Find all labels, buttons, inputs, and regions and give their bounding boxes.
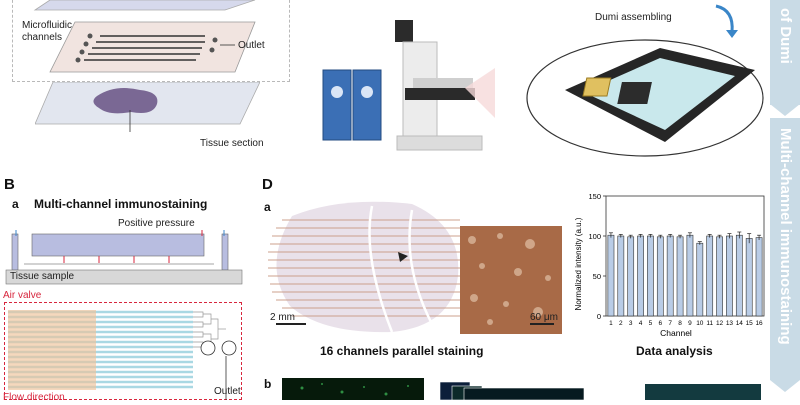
panel-b-title: Multi-channel immunostaining [34, 197, 208, 211]
stained-tissue-zoom [460, 226, 562, 334]
microscope-setup-illustration [322, 20, 495, 151]
y-tick-label: 150 [588, 192, 601, 201]
bar [617, 235, 625, 317]
fluorescence-graphic-1 [300, 383, 409, 396]
tissue-sample-label: Tissue sample [10, 271, 75, 282]
y-tick-label: 100 [588, 232, 601, 241]
bar [745, 238, 753, 317]
x-tick-label: 11 [706, 320, 713, 327]
caption-data-analysis: Data analysis [636, 344, 713, 358]
x-tick-label: 9 [688, 320, 692, 327]
x-tick-label: 15 [746, 320, 754, 327]
x-tick-label: 1 [609, 320, 613, 327]
side-tab-top-text: of Dumi [777, 8, 794, 64]
bar [716, 236, 723, 317]
bar [686, 234, 694, 317]
tissue-slide-illustration [35, 82, 260, 132]
bar [627, 236, 635, 317]
channel-layout-illustration [8, 310, 237, 400]
chart-x-axis-label: Channel [660, 328, 692, 338]
chip-assembly-illustration [526, 39, 764, 157]
panel-a-dashed-box [12, 0, 290, 82]
caption-parallel-staining: 16 channels parallel staining [320, 344, 484, 358]
panel-d-letter: D [262, 176, 273, 193]
x-tick-label: 10 [696, 320, 704, 327]
outlet-label: Outlet [238, 40, 265, 51]
side-tab-bottom: Multi-channel immunostaining [770, 118, 800, 380]
scale-bar-2mm-label: 2 mm [270, 312, 295, 323]
stained-tissue-image [262, 196, 460, 334]
side-tab-chevron [770, 104, 800, 116]
bar [726, 235, 733, 317]
fluorescence-stack-graphic [439, 381, 585, 401]
flow-direction-label: Flow direction [3, 392, 65, 403]
x-tick-label: 5 [649, 320, 653, 327]
dumi-assembling-label: Dumi assembling [595, 12, 672, 23]
bar [755, 237, 763, 317]
x-tick-label: 16 [755, 320, 763, 327]
x-tick-label: 7 [668, 320, 672, 327]
outlet-b-label: Outlet [214, 386, 241, 397]
x-tick-label: 4 [639, 320, 643, 327]
panel-b-sub-a: a [12, 197, 19, 211]
bar [666, 235, 674, 317]
channel-cross-section [5, 230, 243, 285]
side-tab-chevron-bottom [770, 380, 800, 392]
tissue-section-label: Tissue section [200, 138, 264, 149]
fluorescence-image-1 [282, 378, 424, 400]
bar [706, 235, 714, 317]
fluorescence-image-2 [645, 384, 761, 400]
chart-frame [605, 195, 765, 317]
x-tick-label: 2 [619, 320, 623, 327]
side-tab-top: of Dumi [770, 0, 800, 105]
chart-y-axis-label: Normalized intensity (a.u.) [574, 217, 583, 310]
bar [735, 234, 743, 317]
panel-d-sub-b: b [264, 377, 272, 391]
bar [637, 235, 644, 317]
bar [696, 242, 704, 317]
panel-a-chip-illustration [33, 0, 256, 73]
positive-pressure-label: Positive pressure [118, 218, 195, 229]
panel-b-letter: B [4, 176, 15, 193]
x-tick-label: 6 [659, 320, 663, 327]
tissue-overview-graphic [268, 201, 460, 333]
x-tick-label: 3 [629, 320, 633, 327]
assembly-arrow-icon [715, 4, 738, 38]
panel-d-sub-a: a [264, 200, 271, 214]
y-tick-label: 50 [593, 272, 601, 281]
fluorescence-stack [439, 378, 590, 401]
x-tick-label: 13 [726, 320, 734, 327]
x-tick-label: 12 [716, 320, 724, 327]
y-tick-label: 0 [597, 312, 601, 321]
bar [676, 236, 684, 317]
bar [656, 236, 664, 317]
air-valve-label: Air valve [3, 290, 42, 301]
scale-bar-60um-label: 60 μm [530, 312, 558, 323]
microfluidic-channels-label: Microfluidic channels [22, 20, 73, 43]
x-tick-label: 14 [736, 320, 744, 327]
x-tick-label: 8 [678, 320, 682, 327]
bar [647, 235, 654, 317]
side-tab-bottom-text: Multi-channel immunostaining [777, 128, 794, 345]
bar [607, 234, 615, 317]
tissue-zoom-graphic [460, 226, 562, 334]
